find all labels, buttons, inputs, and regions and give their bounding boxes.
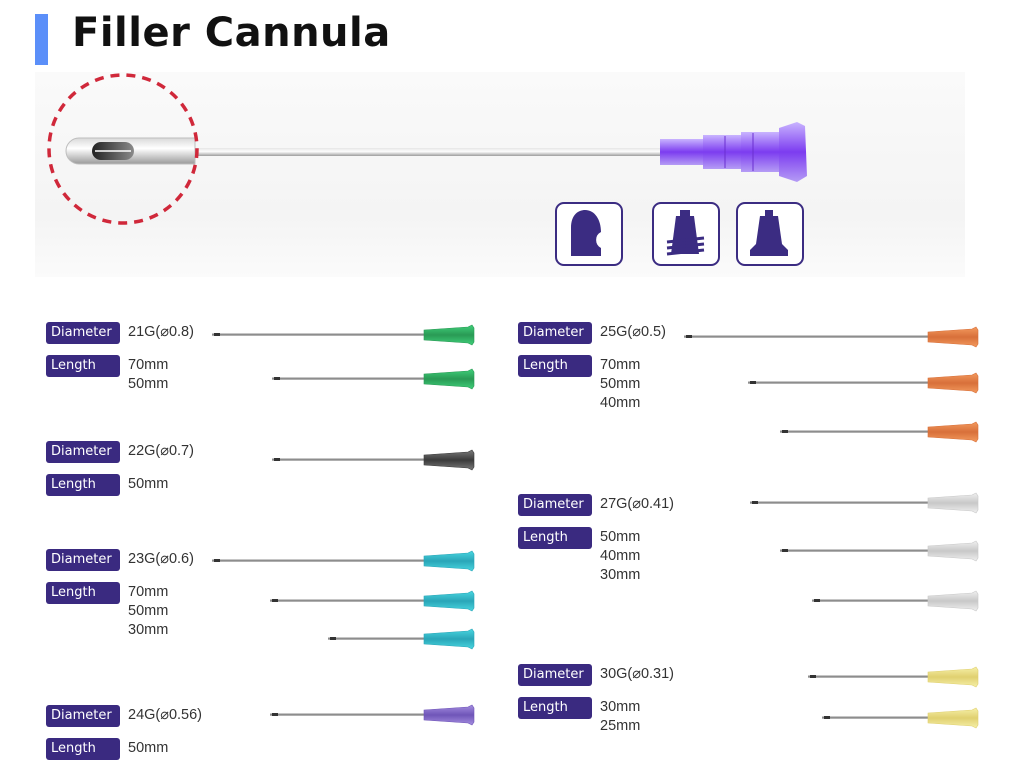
length-value: 50mm	[128, 603, 169, 619]
zoom-circle	[47, 73, 199, 225]
length-value: 30mm	[600, 699, 641, 715]
length-value: 40mm	[600, 395, 641, 411]
length-value: 50mm	[600, 376, 641, 392]
cannula-shaft	[195, 148, 665, 156]
title-accent-bar	[35, 14, 48, 65]
diameter-value: 23G(⌀0.6)	[128, 551, 194, 567]
length-value: 70mm	[600, 357, 641, 373]
needle-image	[270, 590, 476, 612]
diameter-badge: Diameter	[46, 549, 120, 571]
needle-image	[812, 590, 980, 612]
length-value: 40mm	[600, 548, 641, 564]
length-badge: Length	[46, 582, 120, 604]
diameter-badge: Diameter	[46, 441, 120, 463]
diameter-value: 22G(⌀0.7)	[128, 443, 194, 459]
length-value: 30mm	[600, 567, 641, 583]
cannula-hub	[660, 122, 807, 182]
length-badge: Length	[518, 527, 592, 549]
needle-image	[750, 492, 980, 514]
length-badge: Length	[518, 355, 592, 377]
diameter-value: 24G(⌀0.56)	[128, 707, 203, 723]
length-value: 70mm	[128, 357, 169, 373]
diameter-value: 25G(⌀0.5)	[600, 324, 666, 340]
diameter-value: 27G(⌀0.41)	[600, 496, 675, 512]
needle-image	[212, 324, 476, 346]
diameter-badge: Diameter	[46, 705, 120, 727]
cannula-illustration	[47, 73, 807, 225]
length-value: 30mm	[128, 622, 169, 638]
page-title: Filler Cannula	[72, 10, 391, 56]
needle-image	[684, 326, 980, 348]
needle-image	[780, 421, 980, 443]
cannula-tip-icon	[555, 202, 623, 266]
length-value: 50mm	[128, 740, 169, 756]
length-badge: Length	[46, 738, 120, 760]
needle-image	[212, 550, 476, 572]
diameter-badge: Diameter	[518, 322, 592, 344]
diameter-value: 30G(⌀0.31)	[600, 666, 675, 682]
needle-image	[272, 449, 476, 471]
length-badge: Length	[46, 355, 120, 377]
needle-image	[822, 707, 980, 729]
diameter-badge: Diameter	[518, 664, 592, 686]
needle-image	[748, 372, 980, 394]
length-badge: Length	[518, 697, 592, 719]
luer-lock-hub-icon	[652, 202, 720, 266]
luer-slip-hub-icon	[736, 202, 804, 266]
diameter-value: 21G(⌀0.8)	[128, 324, 194, 340]
length-value: 70mm	[128, 584, 169, 600]
hero-cannula-image	[35, 72, 965, 277]
diameter-badge: Diameter	[46, 322, 120, 344]
length-value: 50mm	[600, 529, 641, 545]
needle-image	[272, 368, 476, 390]
needle-image	[328, 628, 476, 650]
needle-image	[780, 540, 980, 562]
length-badge: Length	[46, 474, 120, 496]
needle-image	[270, 704, 476, 726]
length-value: 25mm	[600, 718, 641, 734]
length-value: 50mm	[128, 376, 169, 392]
needle-image	[808, 666, 980, 688]
diameter-badge: Diameter	[518, 494, 592, 516]
length-value: 50mm	[128, 476, 169, 492]
